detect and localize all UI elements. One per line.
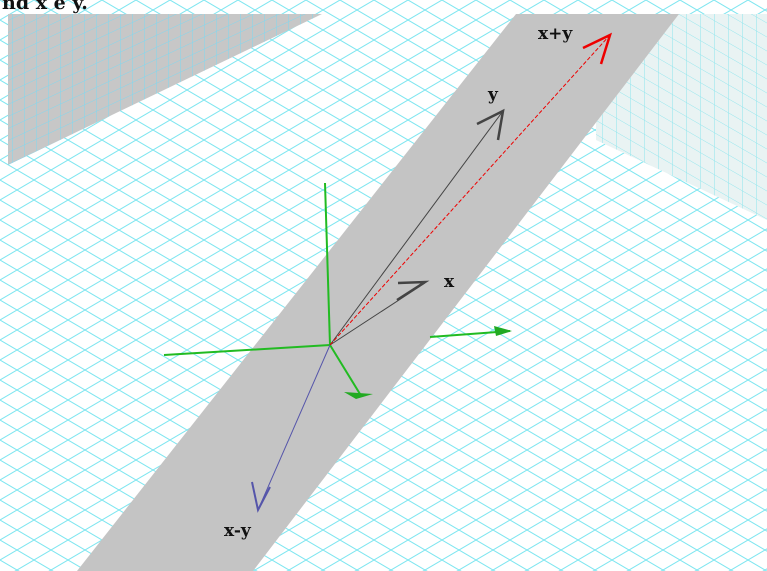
vector-y-label: y — [487, 85, 499, 105]
vector-y — [329, 108, 505, 346]
axis-down-arrowhead — [344, 392, 373, 399]
axis-vertical — [324, 182, 331, 346]
axis-left — [163, 344, 331, 356]
vector-x-label: x — [444, 272, 455, 292]
vector-x — [329, 280, 430, 346]
axis-right-arrowhead — [494, 326, 512, 336]
coordinate-axes — [163, 182, 511, 395]
vector-difference — [251, 344, 331, 513]
vector-difference-arrowhead — [251, 481, 271, 513]
vector-sum-line — [329, 34, 611, 346]
axis-down — [329, 344, 361, 395]
vector-y-arrowhead — [476, 108, 505, 141]
left-wall-grid — [8, 14, 322, 165]
vector-difference-line — [257, 344, 331, 511]
vector-difference-label: x-y — [224, 521, 252, 541]
vector-sum — [329, 32, 613, 346]
vector-sum-label: x+y — [538, 24, 573, 44]
vector-sum-arrowhead — [582, 32, 613, 65]
caption-fragment: nd x e y. — [2, 0, 88, 14]
vector-x-arrowhead — [396, 280, 430, 302]
vector-y-line — [329, 110, 504, 346]
plane-band — [77, 14, 679, 571]
